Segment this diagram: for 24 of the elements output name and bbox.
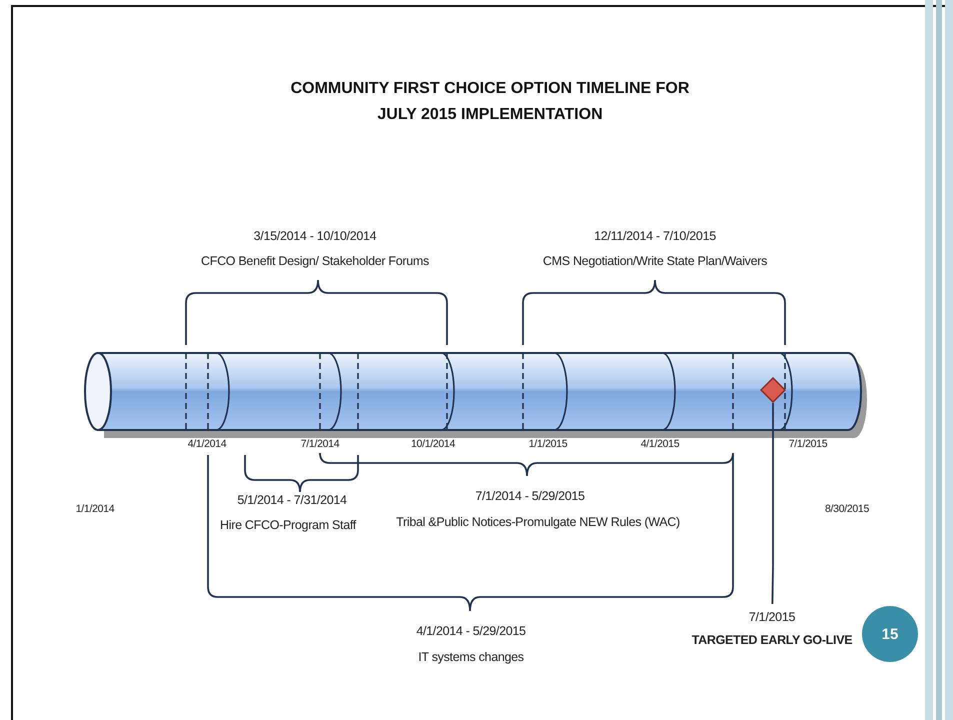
milestone-label: TARGETED EARLY GO-LIVE (692, 632, 852, 649)
date-tick-label: 1/1/2014 (76, 503, 114, 515)
milestone-date: 7/1/2015 (748, 609, 796, 626)
timeline-label: Hire CFCO-Program Staff (220, 518, 356, 532)
timeline-label: 7/1/2014 - 5/29/2015 (475, 489, 585, 503)
date-tick-label: 7/1/2015 (788, 438, 828, 450)
leader-line (772, 403, 774, 604)
page-number: 15 (862, 606, 918, 662)
timeline-label: Tribal &Public Notices-Promulgate NEW Rules (WAC) (396, 515, 680, 529)
date-tick-label: 8/30/2015 (825, 503, 869, 515)
date-tick-label: 4/1/2015 (640, 438, 680, 450)
timeline-label: IT systems changes (418, 650, 524, 664)
timeline-label: 5/1/2014 - 7/31/2014 (237, 493, 347, 507)
timeline-label: CMS Negotiation/Write State Plan/Waivers (542, 254, 768, 268)
timeline-label: 3/15/2014 - 10/10/2014 (254, 229, 376, 243)
timeline-label: CFCO Benefit Design/ Stakeholder Forums (201, 254, 429, 268)
milestone-diamond (760, 377, 786, 403)
date-tick-label: 1/1/2015 (528, 438, 568, 450)
title: COMMUNITY FIRST CHOICE OPTION TIMELINE FOR JULY 2015 IMPLEMENTATION (290, 79, 690, 125)
timeline-label: 4/1/2014 - 5/29/2015 (416, 624, 526, 638)
date-tick-label: 7/1/2014 (300, 438, 340, 450)
date-tick-label: 10/1/2014 (411, 438, 455, 450)
date-tick-label: 4/1/2014 (188, 438, 226, 450)
timeline-label: 12/11/2014 - 7/10/2015 (594, 229, 716, 243)
